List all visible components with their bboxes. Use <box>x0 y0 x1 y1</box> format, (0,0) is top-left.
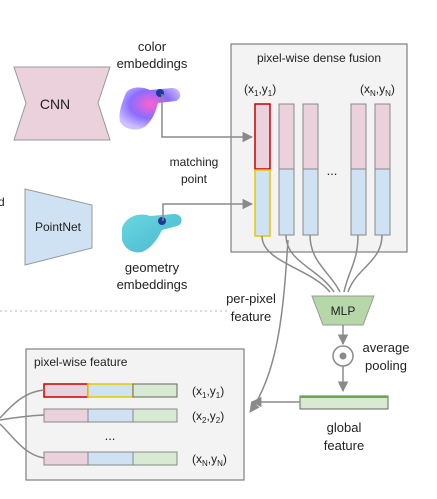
color-embeddings-label-line2: embeddings <box>117 56 188 71</box>
pixel-feature-row-2 <box>43 408 178 423</box>
geometry-embeddings-label-line1: geometry <box>125 260 180 275</box>
fusion-column-4 <box>350 103 367 236</box>
global-feature-label-line1: global <box>327 420 362 435</box>
color-embeddings-label-line1: color <box>138 39 167 54</box>
matching-point-label-line1: matching <box>170 155 219 169</box>
fusion-box-title: pixel-wise dense fusion <box>257 51 381 65</box>
average-pooling-label-line1: average <box>363 340 410 355</box>
cnn-encoder: CNN <box>13 66 111 141</box>
per-pixel-feature-label-line1: per-pixel <box>226 291 276 306</box>
fusion-column-2 <box>278 103 295 236</box>
per-pixel-feature-arrow <box>249 239 289 413</box>
cnn-label: CNN <box>40 96 70 112</box>
fusion-first-column-label: (x1,y1) <box>244 82 276 98</box>
pixel-feature-output-lines <box>0 389 45 459</box>
geometry-embeddings-image <box>122 214 182 253</box>
pixel-feature-row-1 <box>43 383 178 398</box>
pixel-feature-row-n <box>43 451 178 466</box>
geometry-to-fusion-arrow <box>162 198 254 221</box>
fusion-box: pixel-wise dense fusion (x1,y1) (xN,yN) … <box>230 43 408 253</box>
pixel-feature-row-1-label: (x1,y1) <box>192 384 224 400</box>
color-to-fusion-arrow <box>161 94 254 143</box>
pixel-feature-box: pixel-wise feature (x1,y1) (x2,y2) ... (… <box>25 348 245 481</box>
geometry-embeddings-label-line2: embeddings <box>117 277 188 292</box>
average-pooling-node <box>332 345 354 367</box>
global-feature-bar <box>299 395 389 410</box>
fusion-column-1 <box>254 103 271 237</box>
mlp-block: MLP <box>311 295 375 326</box>
fusion-column-5 <box>374 103 391 236</box>
fusion-dots: ... <box>327 163 338 178</box>
columns-to-mlp-lines <box>261 234 383 293</box>
matching-point-label-line2: point <box>181 172 208 186</box>
fusion-last-column-label: (xN,yN) <box>360 82 395 98</box>
average-pooling-label-line2: pooling <box>365 358 407 373</box>
pixel-feature-row-2-label: (x2,y2) <box>192 409 224 425</box>
mlp-label: MLP <box>331 304 356 318</box>
pixel-feature-box-title: pixel-wise feature <box>34 355 128 369</box>
per-pixel-feature-label-line2: feature <box>231 309 271 324</box>
pointnet-label: PointNet <box>35 220 82 234</box>
fusion-column-3 <box>302 103 319 236</box>
pointnet-encoder: PointNet <box>24 188 93 266</box>
left-cut-text: d <box>0 195 5 209</box>
pixel-feature-row-n-label: (xN,yN) <box>192 452 227 468</box>
pixel-feature-dots: ... <box>105 428 116 443</box>
global-feature-label-line2: feature <box>324 438 364 453</box>
color-embeddings-image <box>119 87 181 130</box>
